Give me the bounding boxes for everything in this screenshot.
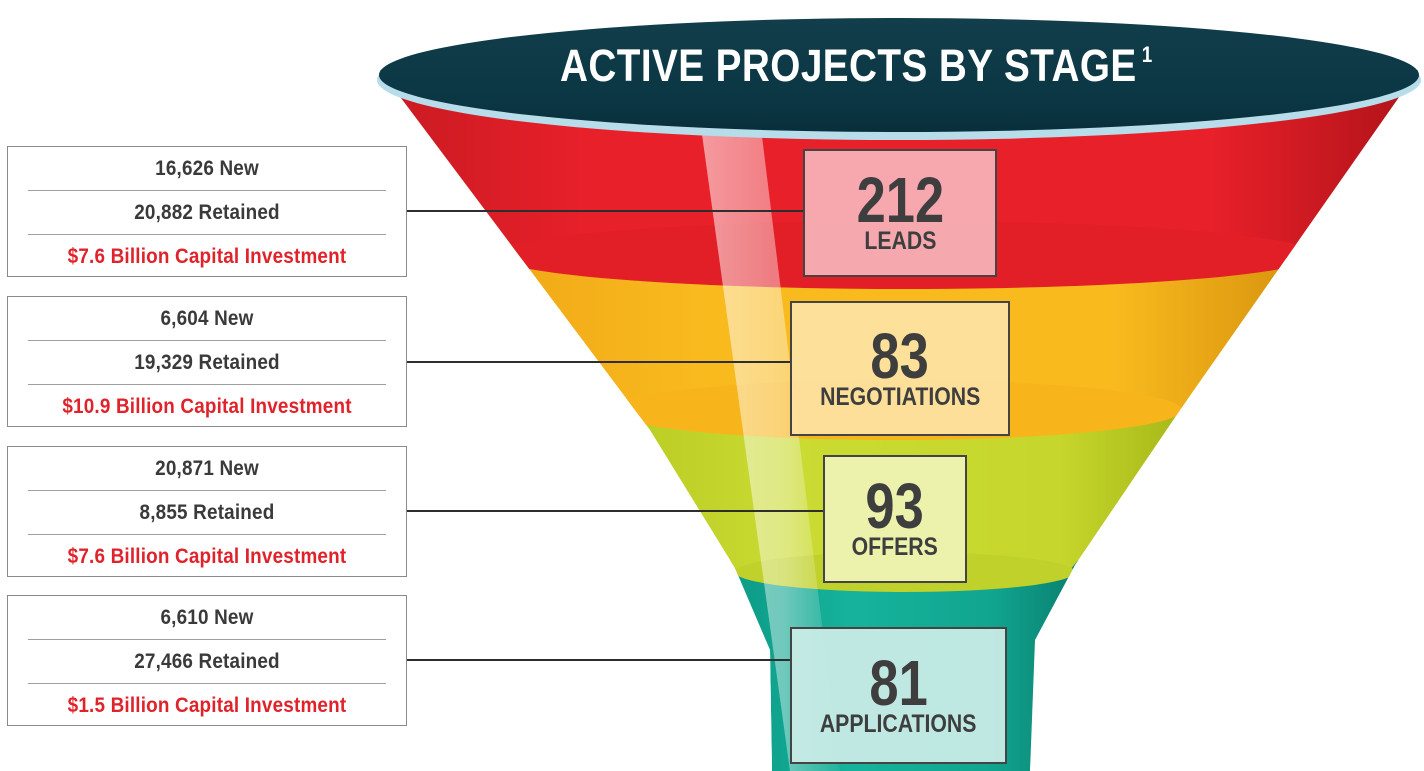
stage-count: 212 <box>856 164 944 236</box>
stat-new-jobs: 16,626 New <box>155 156 259 180</box>
stage-box-offers: 93 OFFERS <box>823 455 967 583</box>
stage-box-negotiations: 83 NEGOTIATIONS <box>790 301 1010 436</box>
stage-label: APPLICATIONS <box>820 709 977 738</box>
funnel-title-text: ACTIVE PROJECTS BY STAGE <box>560 40 1137 91</box>
stats-box-applications: 6,610 New 27,466 Retained $1.5 Billion C… <box>7 595 407 726</box>
stats-box-negotiations: 6,604 New 19,329 Retained $10.9 Billion … <box>7 296 407 427</box>
stat-new-jobs: 6,604 New <box>160 306 254 330</box>
stat-capital-investment: $7.6 Billion Capital Investment <box>27 534 387 578</box>
stage-count: 93 <box>865 470 925 542</box>
stat-retained-jobs: 20,882 Retained <box>27 190 387 234</box>
stats-box-offers: 20,871 New 8,855 Retained $7.6 Billion C… <box>7 446 407 577</box>
stage-label: OFFERS <box>851 533 939 561</box>
stage-count: 83 <box>870 319 930 392</box>
stage-label: NEGOTIATIONS <box>819 382 981 411</box>
stage-label: LEADS <box>863 227 937 255</box>
stat-retained-jobs: 27,466 Retained <box>27 639 387 683</box>
stat-new-jobs: 6,610 New <box>160 605 254 629</box>
stat-new-jobs: 20,871 New <box>155 456 259 480</box>
stat-capital-investment: $10.9 Billion Capital Investment <box>27 384 387 428</box>
stat-capital-investment: $7.6 Billion Capital Investment <box>27 234 387 278</box>
stat-capital-investment: $1.5 Billion Capital Investment <box>27 683 387 727</box>
title-footnote-marker: 1 <box>1141 42 1153 67</box>
stat-retained-jobs: 8,855 Retained <box>27 490 387 534</box>
stage-box-applications: 81 APPLICATIONS <box>790 627 1007 764</box>
stage-count: 81 <box>869 646 928 719</box>
stats-box-leads: 16,626 New 20,882 Retained $7.6 Billion … <box>7 146 407 277</box>
stat-retained-jobs: 19,329 Retained <box>27 340 387 384</box>
stage-box-leads: 212 LEADS <box>803 149 997 277</box>
